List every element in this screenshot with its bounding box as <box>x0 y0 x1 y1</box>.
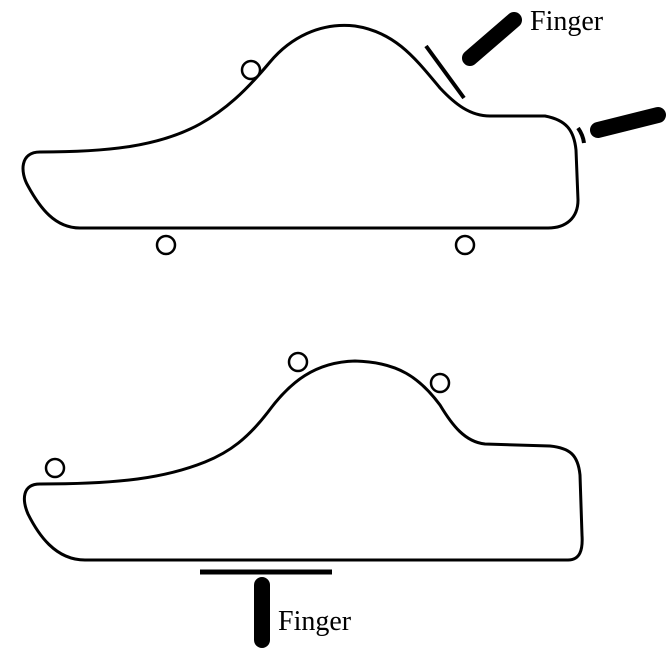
top-finger-label: Finger <box>530 6 604 37</box>
bottom-finger-label: Finger <box>278 606 352 637</box>
top-figure: Finger <box>21 6 666 256</box>
top-right-contact-plate <box>576 126 586 144</box>
top-ball-bottom-right <box>454 234 476 256</box>
bottom-ball-left <box>44 457 66 479</box>
top-upper-finger <box>462 12 522 66</box>
top-ball-bottom-left <box>155 234 177 256</box>
top-object-outline <box>21 23 580 230</box>
bottom-ball-right <box>429 372 451 394</box>
bottom-object-outline <box>22 359 584 562</box>
top-right-finger <box>590 107 666 138</box>
bottom-figure: Finger <box>22 351 584 648</box>
top-ball-upper-left <box>240 59 262 81</box>
bottom-ball-top <box>287 351 309 373</box>
top-upper-contact-plate <box>424 44 466 100</box>
